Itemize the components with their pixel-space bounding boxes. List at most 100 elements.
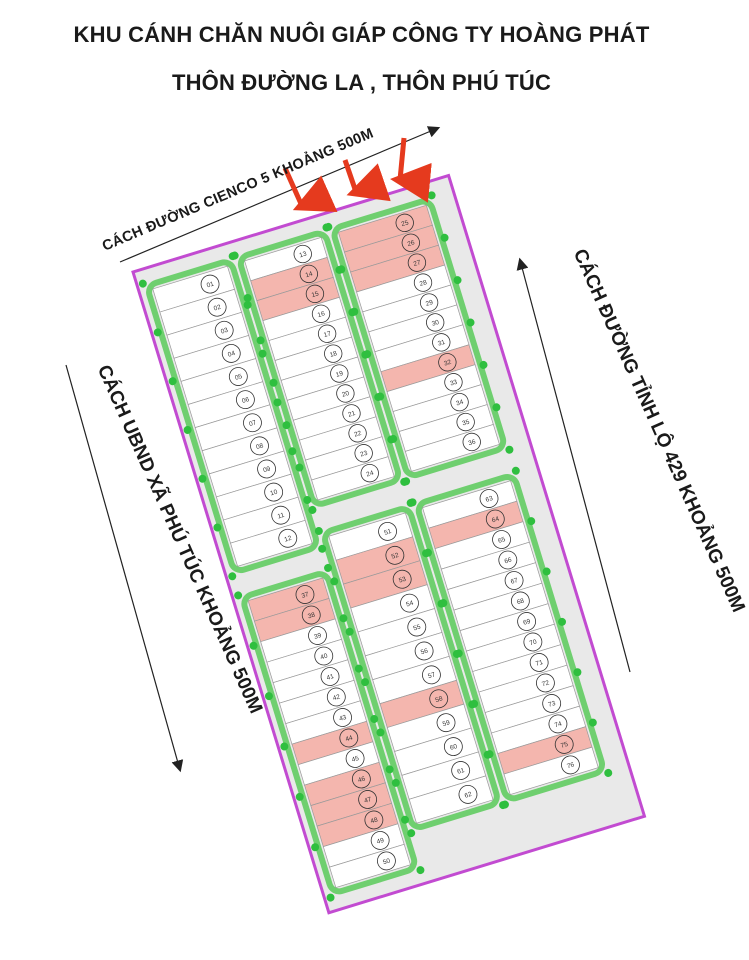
tree-icon	[153, 328, 162, 337]
lot-marker	[451, 761, 471, 780]
tree-icon	[500, 800, 509, 809]
lot-marker	[333, 708, 352, 727]
lot-marker	[358, 790, 378, 809]
lot-marker	[370, 831, 390, 850]
right-direction-arrow	[516, 257, 631, 673]
tree-icon	[308, 505, 317, 514]
lot-number: 58	[435, 695, 444, 704]
lot-marker	[342, 404, 361, 423]
lot-marker	[438, 353, 457, 372]
lot-marker	[462, 432, 481, 452]
lot-marker	[529, 653, 549, 672]
lot-number: 51	[383, 528, 392, 537]
lot-number: 21	[347, 410, 356, 419]
lot-marker	[561, 755, 580, 775]
lot-number: 68	[516, 597, 525, 606]
lot-marker	[456, 412, 475, 432]
tree-icon	[324, 222, 333, 231]
lot-number: 11	[277, 512, 286, 521]
lot-marker	[407, 253, 427, 272]
lot-number: 25	[401, 219, 410, 228]
lot-number: 38	[307, 611, 316, 620]
lot-marker	[554, 735, 574, 754]
lot-number: 07	[248, 419, 257, 428]
tree-icon	[492, 403, 501, 412]
lot-marker	[548, 714, 568, 734]
tree-icon	[282, 421, 291, 430]
lot-number: 29	[425, 299, 434, 308]
lot-number: 65	[497, 536, 506, 545]
tree-icon	[558, 617, 567, 626]
lot-number: 36	[468, 438, 477, 447]
lot-marker	[385, 545, 405, 565]
lot-marker	[214, 320, 234, 340]
lot-marker	[336, 384, 355, 403]
tree-icon	[243, 293, 252, 302]
tree-icon	[391, 778, 400, 787]
lot-marker	[536, 673, 555, 693]
tree-icon	[350, 307, 359, 316]
lot-marker	[317, 324, 337, 343]
lot-number: 59	[442, 719, 451, 728]
lot-number: 08	[255, 442, 264, 451]
tree-icon	[479, 360, 488, 369]
lot-marker	[517, 612, 537, 631]
lot-marker	[278, 528, 298, 548]
lot-number: 31	[437, 339, 446, 348]
lot-marker	[436, 713, 456, 733]
lot-marker	[308, 626, 327, 645]
lot-number: 01	[206, 281, 215, 290]
tree-icon	[168, 377, 177, 386]
lot-36	[404, 424, 500, 472]
tree-icon	[402, 477, 411, 486]
lot-marker	[504, 571, 524, 590]
tree-icon	[423, 548, 432, 557]
tree-icon	[324, 563, 333, 572]
lot-number: 72	[541, 679, 550, 688]
lot-number: 03	[220, 327, 229, 336]
lot-number: 17	[323, 330, 332, 339]
tree-icon	[280, 742, 289, 751]
lot-marker	[221, 344, 241, 363]
lot-marker	[492, 530, 511, 549]
lot-marker	[523, 632, 543, 652]
tree-icon	[453, 276, 462, 285]
lot-number: 55	[413, 623, 422, 632]
lot-number: 14	[305, 270, 314, 279]
lot-marker	[351, 769, 371, 789]
lot-24	[311, 456, 395, 501]
lot-number: 27	[413, 259, 422, 268]
lot-marker	[414, 641, 434, 661]
tree-icon	[230, 251, 239, 260]
tree-icon	[183, 425, 192, 434]
lot-76	[503, 746, 599, 795]
tree-icon	[198, 474, 207, 483]
lot-number: 66	[504, 556, 513, 565]
lot-number: 13	[299, 250, 308, 259]
lot-number: 40	[320, 652, 329, 661]
lot-marker	[330, 364, 349, 383]
tree-icon	[407, 829, 416, 838]
site-parcel: 0102030405060708091011121314151617181920…	[131, 173, 647, 915]
lot-marker	[479, 489, 499, 508]
tree-icon	[213, 523, 222, 532]
lot-marker	[426, 313, 445, 332]
tree-icon	[337, 265, 346, 274]
lot-number: 18	[329, 350, 338, 359]
lot-number: 44	[345, 734, 354, 743]
lot-number: 20	[341, 390, 350, 399]
tree-icon	[269, 378, 278, 387]
lot-number: 60	[449, 743, 458, 752]
tree-icon	[363, 350, 372, 359]
tree-icon	[370, 715, 379, 724]
lot-marker	[299, 264, 318, 284]
lot-number: 63	[485, 495, 494, 504]
tree-icon	[330, 577, 339, 586]
lot-number: 34	[455, 399, 464, 408]
tree-icon	[258, 349, 267, 358]
tree-icon	[588, 718, 597, 727]
tree-icon	[376, 392, 385, 401]
lot-number: 46	[357, 775, 366, 784]
lot-marker	[264, 482, 284, 502]
